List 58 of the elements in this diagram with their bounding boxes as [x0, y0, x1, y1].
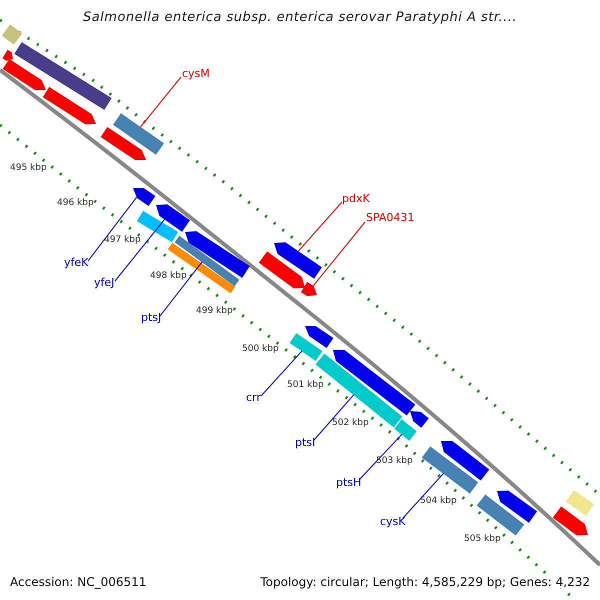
leader-line — [312, 222, 366, 287]
gene-feature — [2, 24, 22, 45]
leader-line — [298, 202, 342, 252]
gene-feature — [185, 231, 250, 278]
leader-line — [160, 261, 203, 316]
scale-label: 498 kbp — [150, 272, 187, 281]
gene-feature — [100, 127, 146, 160]
gene-label: SPA0431 — [366, 212, 414, 223]
leader-line — [114, 218, 166, 282]
leader-line — [402, 472, 444, 518]
gene-label: crr — [246, 392, 261, 403]
gene-label: yfeK — [64, 257, 88, 268]
gene-feature — [2, 59, 46, 90]
gene-label: yfeJ — [94, 277, 114, 288]
gene-feature — [476, 494, 524, 536]
gene-feature — [290, 333, 322, 361]
gene-feature — [274, 242, 322, 279]
scale-label: 504 kbp — [420, 497, 457, 506]
leader-line — [88, 196, 138, 262]
accession-text: Accession: NC_006511 — [10, 576, 146, 588]
scale-label: 505 kbp — [464, 535, 501, 544]
leader-line — [358, 434, 402, 480]
gene-feature — [552, 506, 588, 536]
scale-label: 501 kbp — [287, 381, 324, 390]
gene-label: ptsH — [336, 477, 362, 488]
genome-info-text: Topology: circular; Length: 4,585,229 bp; Genes: 4,232 — [260, 576, 590, 588]
gene-feature — [566, 490, 594, 516]
gene-feature — [441, 441, 490, 480]
gene-feature — [258, 251, 305, 288]
scale-label: 497 kbp — [104, 236, 141, 245]
gene-label: cysK — [380, 516, 406, 527]
gene-feature — [497, 490, 538, 523]
gene-feature — [300, 282, 317, 296]
gene-feature — [156, 204, 190, 232]
leader-line — [314, 394, 354, 440]
gene-feature — [168, 242, 236, 294]
gene-feature — [305, 326, 334, 348]
gene-feature — [333, 350, 416, 416]
scale-label: 496 kbp — [57, 199, 94, 208]
gene-feature — [394, 419, 417, 441]
leader-line — [140, 76, 182, 128]
leader-line — [260, 350, 302, 396]
scale-label: 495 kbp — [10, 164, 47, 173]
gene-feature — [42, 86, 96, 124]
gene-feature — [113, 113, 164, 155]
scale-label: 500 kbp — [242, 345, 279, 354]
scale-label: 499 kbp — [196, 307, 233, 316]
gene-feature — [133, 188, 156, 206]
gene-label: pdxK — [342, 193, 370, 204]
gene-label: ptsJ — [141, 312, 162, 323]
gene-label: cysM — [182, 68, 210, 79]
gene-feature — [422, 446, 478, 494]
gene-feature — [14, 42, 112, 110]
gene-feature — [410, 411, 429, 428]
gene-label: ptsI — [295, 437, 316, 448]
title: Salmonella enterica subsp. enterica serovar Paratyphi A str.... — [82, 11, 518, 24]
scale-label: 502 kbp — [332, 419, 369, 428]
scale-label: 503 kbp — [376, 457, 413, 466]
